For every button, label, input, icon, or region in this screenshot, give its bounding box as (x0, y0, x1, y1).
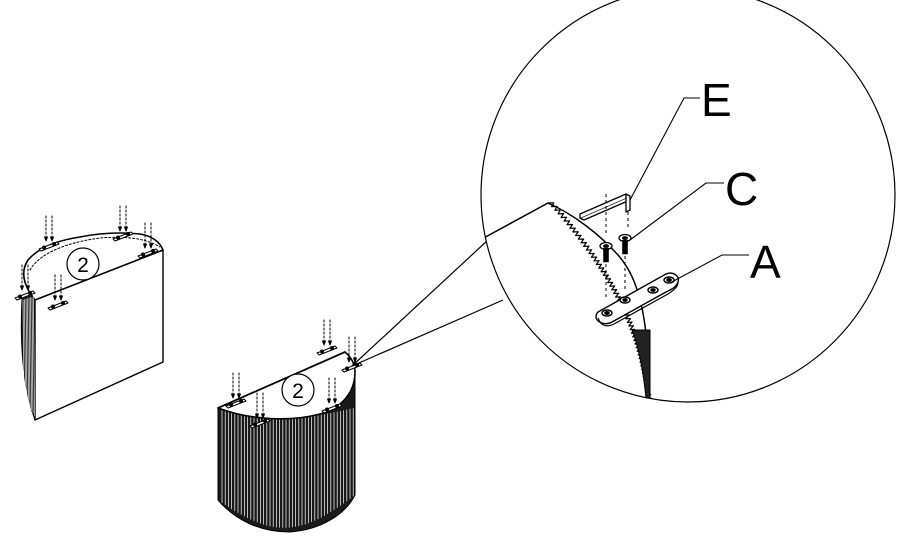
clip-with-screws (225, 372, 247, 409)
rib-line (24, 299, 26, 399)
rib-line (22, 299, 25, 396)
center-step-number: 2 (292, 380, 304, 403)
detail-magnifier (480, 0, 896, 403)
screw-c-right (618, 233, 632, 292)
detail-panel-ribbed-side (631, 329, 651, 402)
callout-leaders (629, 97, 749, 284)
clip-plate-a (595, 272, 680, 327)
detail-circle-outline (480, 0, 896, 403)
clip-with-screws (47, 274, 69, 311)
leader-e (629, 97, 700, 201)
clip-with-screws (249, 392, 271, 429)
rib-line (33, 296, 35, 417)
callout-label-c: C (725, 163, 758, 215)
clip-with-screws (14, 264, 36, 301)
clip-with-screws (316, 319, 338, 356)
rib-line (31, 296, 34, 414)
center-step-number-circle (281, 373, 315, 407)
left-panel-clips (14, 205, 159, 311)
left-panel-top-curve (29, 236, 161, 271)
left-step-number-circle (66, 247, 100, 281)
callout-label-a: A (750, 236, 781, 288)
left-step-number: 2 (77, 254, 89, 277)
clip-with-screws (341, 336, 363, 373)
leader-c (629, 182, 724, 241)
center-panel-assembly (217, 319, 363, 533)
magnifier-leader-lines (351, 239, 504, 367)
rib-line (30, 297, 32, 411)
allen-key-e (579, 193, 631, 236)
center-panel-top-edge (217, 351, 346, 409)
screw-c-left (599, 241, 613, 300)
rib-line (28, 297, 31, 408)
clip-with-screws (321, 377, 343, 414)
rib-line (27, 298, 29, 405)
clip-with-screws (38, 215, 60, 252)
clip-with-screws (137, 222, 159, 259)
clip-with-screws (112, 205, 134, 242)
callout-label-e: E (701, 74, 732, 126)
leader-a (669, 254, 749, 284)
center-panel-clips (225, 319, 363, 429)
rib-line (25, 298, 28, 402)
left-panel-assembly (14, 205, 164, 421)
